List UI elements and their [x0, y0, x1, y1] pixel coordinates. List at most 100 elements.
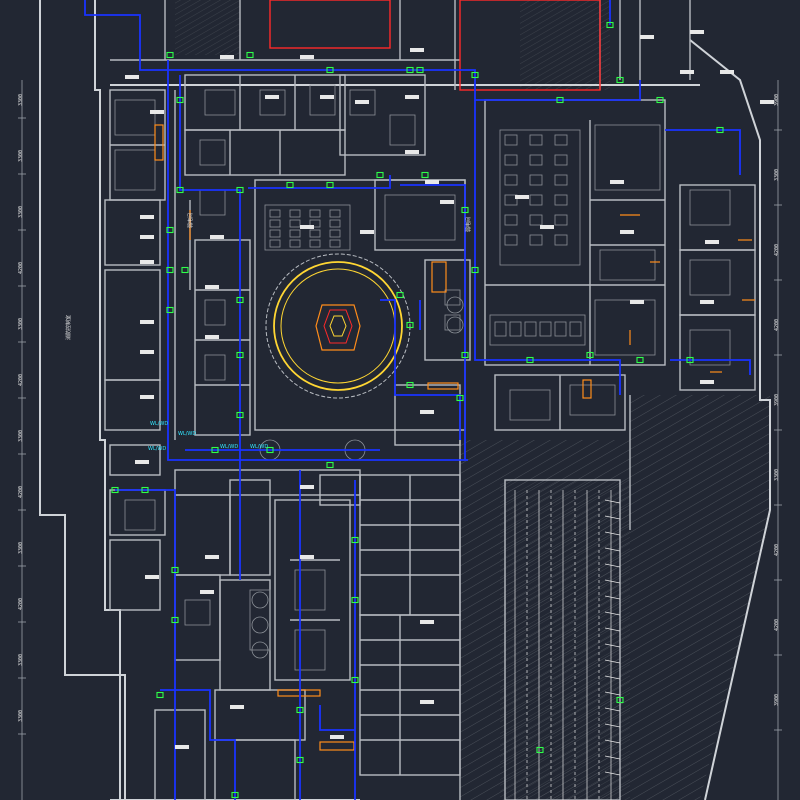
pool-ladder-rung: [604, 643, 621, 648]
green-device-marker: [181, 266, 189, 274]
green-device-marker: [636, 356, 644, 364]
green-device-marker: [326, 461, 334, 469]
pool-ladder-rung: [604, 707, 621, 712]
dimension-label: 3300: [18, 150, 24, 162]
text-mark: [220, 55, 234, 59]
desk-chair: [504, 134, 518, 146]
pool-ladder-rung: [604, 675, 621, 680]
cyan-label-1: WL/WD: [150, 421, 168, 427]
hall-seat: [309, 219, 321, 228]
dimension-label: 3900: [774, 394, 780, 406]
text-mark: [140, 235, 154, 239]
green-device-marker: [616, 76, 624, 84]
cyan-labels: WL/WD WL/WD WL/WD WL/WD WL/WD: [148, 421, 268, 452]
room-labels: 消防控制室 弱电间 弱电间: [65, 213, 472, 340]
hall-seat: [329, 239, 341, 248]
text-mark: [610, 180, 624, 184]
text-mark: [150, 110, 164, 114]
desk-chair: [529, 214, 543, 226]
green-device-marker: [231, 791, 239, 799]
green-device-marker: [586, 351, 594, 359]
desk-chair: [529, 174, 543, 186]
seat: [539, 321, 552, 337]
seat: [494, 321, 507, 337]
text-mark: [420, 700, 434, 704]
text-mark: [405, 95, 419, 99]
pool-ladder-rung: [604, 627, 621, 632]
text-mark: [140, 260, 154, 264]
left-dimension-group: 3300330033004200330042003300420033004200…: [18, 94, 26, 735]
text-mark: [410, 48, 424, 52]
pool-lanes: [514, 490, 621, 800]
green-device-marker: [616, 696, 624, 704]
dimension-label: 3300: [774, 469, 780, 481]
room-label-3: 弱电间: [465, 217, 472, 232]
room-label-2: 弱电间: [187, 213, 194, 228]
green-device-marker: [171, 616, 179, 624]
text-mark: [760, 100, 774, 104]
dimension-label: 3300: [18, 94, 24, 106]
dimension-label: 3300: [18, 710, 24, 722]
pool-ladder-rung: [604, 595, 621, 600]
green-device-marker: [236, 186, 244, 194]
hall-seat: [269, 239, 281, 248]
text-mark: [680, 70, 694, 74]
green-device-marker: [166, 226, 174, 234]
green-device-marker: [461, 206, 469, 214]
green-device-marker: [526, 356, 534, 364]
text-mark: [405, 150, 419, 154]
green-device-marker: [176, 186, 184, 194]
pool-ladder-rung: [604, 739, 621, 744]
text-mark: [640, 35, 654, 39]
green-device-marker: [166, 306, 174, 314]
hall-seat: [269, 209, 281, 218]
hall-seat: [289, 209, 301, 218]
green-device-marker: [326, 181, 334, 189]
orange-accents: [154, 124, 755, 751]
green-device-marker: [326, 66, 334, 74]
hall-seat: [329, 219, 341, 228]
green-device-marker: [556, 96, 564, 104]
green-device-marker: [351, 536, 359, 544]
green-device-marker: [211, 446, 219, 454]
hall-seat: [309, 209, 321, 218]
green-device-marker: [656, 96, 664, 104]
text-mark: [175, 745, 189, 749]
green-device-marker: [141, 486, 149, 494]
text-mark: [425, 180, 439, 184]
desk-chair: [504, 214, 518, 226]
dimension-label: 4200: [774, 619, 780, 631]
green-device-marker: [686, 356, 694, 364]
text-mark: [205, 285, 219, 289]
dimension-label: 4200: [18, 374, 24, 386]
green-device-marker: [236, 351, 244, 359]
desk-chair: [554, 174, 568, 186]
green-device-marker: [456, 394, 464, 402]
cyan-label-4: WL/WD: [250, 444, 268, 450]
text-mark: [205, 555, 219, 559]
pool-ladder-rung: [604, 547, 621, 552]
red-zones: [269, 0, 601, 91]
text-mark: [720, 70, 734, 74]
text-mark: [360, 230, 374, 234]
text-mark: [265, 95, 279, 99]
hall-seat: [309, 239, 321, 248]
hall-seat: [309, 229, 321, 238]
dimension-label: 3900: [774, 694, 780, 706]
text-mark: [140, 215, 154, 219]
text-mark: [540, 225, 554, 229]
green-device-marker: [716, 126, 724, 134]
text-mark: [630, 300, 644, 304]
dimension-label: 3300: [774, 169, 780, 181]
text-mark: [135, 460, 149, 464]
desk-chair: [529, 134, 543, 146]
green-device-marker: [166, 51, 174, 59]
text-mark: [420, 620, 434, 624]
green-device-marker: [266, 446, 274, 454]
green-device-marker: [236, 411, 244, 419]
green-device-marker: [176, 96, 184, 104]
green-device-marker: [536, 746, 544, 754]
pool-ladder-rung: [604, 611, 621, 616]
text-mark: [140, 320, 154, 324]
desk-chair: [504, 194, 518, 206]
